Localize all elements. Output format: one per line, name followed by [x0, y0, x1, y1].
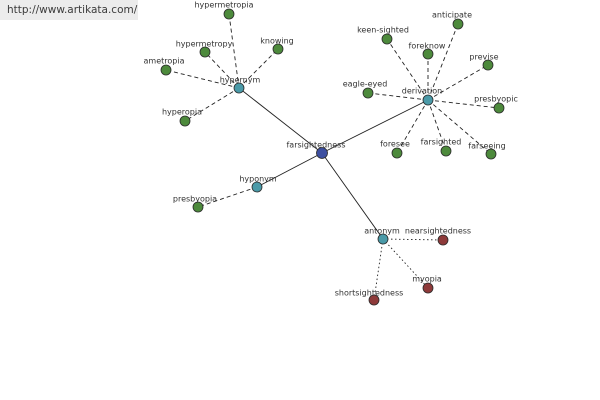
- node-eagle-eyed[interactable]: [362, 87, 374, 99]
- edge-derivation-presbyopic: [427, 99, 500, 109]
- label-antonym[interactable]: antonym: [364, 227, 400, 236]
- edge-hypernym-hypermetropy: [204, 51, 240, 89]
- edge-farsightedness-derivation: [321, 99, 429, 154]
- label-shortsightedness[interactable]: shortsightedness: [335, 289, 404, 298]
- label-hypernym[interactable]: hypernym: [220, 76, 261, 85]
- edge-farsightedness-antonym: [321, 152, 384, 240]
- label-presbyopic[interactable]: presbyopic: [474, 95, 518, 104]
- label-presbyopia[interactable]: presbyopia: [173, 195, 217, 204]
- node-anticipate[interactable]: [452, 18, 464, 30]
- label-ametropia[interactable]: ametropia: [144, 57, 185, 66]
- site-url-watermark[interactable]: http://www.artikata.com/: [0, 0, 138, 20]
- edge-farsightedness-hypernym: [238, 87, 323, 154]
- edge-derivation-keen-sighted: [386, 38, 429, 101]
- node-nearsightedness[interactable]: [437, 234, 449, 246]
- node-hypermetropy[interactable]: [199, 46, 211, 58]
- edge-derivation-previse: [427, 64, 489, 101]
- label-hypermetropia[interactable]: hypermetropia: [194, 1, 253, 10]
- label-hyperopia[interactable]: hyperopia: [162, 108, 202, 117]
- label-hypermetropy[interactable]: hypermetropy: [176, 40, 233, 49]
- edge-hypernym-knowing: [238, 48, 279, 89]
- label-keen-sighted[interactable]: keen-sighted: [357, 26, 409, 35]
- edge-hyponym-presbyopia: [197, 186, 258, 208]
- label-myopia[interactable]: myopia: [412, 275, 442, 284]
- node-foreknow[interactable]: [422, 48, 434, 60]
- node-knowing[interactable]: [272, 43, 284, 55]
- label-knowing[interactable]: knowing: [260, 37, 294, 46]
- node-hypernym[interactable]: [233, 82, 245, 94]
- edge-derivation-foresee: [396, 99, 429, 154]
- edge-antonym-myopia: [382, 238, 429, 289]
- label-nearsightedness[interactable]: nearsightedness: [405, 227, 471, 236]
- label-derivation[interactable]: derivation: [402, 87, 442, 96]
- edge-hypernym-ametropia: [165, 69, 240, 89]
- node-farsighted[interactable]: [440, 145, 452, 157]
- label-farsighted[interactable]: farsighted: [421, 138, 462, 147]
- node-hyponym[interactable]: [251, 181, 263, 193]
- label-hyponym[interactable]: hyponym: [239, 175, 277, 184]
- node-farseeing[interactable]: [485, 148, 497, 160]
- label-farseeing[interactable]: farseeing: [468, 142, 505, 151]
- label-farsightedness[interactable]: farsightedness: [286, 141, 345, 150]
- edge-antonym-nearsightedness: [382, 238, 444, 241]
- graph-nodes: [160, 8, 505, 306]
- label-eagle-eyed[interactable]: eagle-eyed: [343, 80, 388, 89]
- edge-derivation-farsighted: [427, 99, 447, 152]
- node-presbyopia[interactable]: [192, 201, 204, 213]
- graph-edges: [165, 13, 500, 301]
- node-keen-sighted[interactable]: [381, 33, 393, 45]
- node-derivation[interactable]: [422, 94, 434, 106]
- edge-hypernym-hypermetropia: [228, 13, 240, 89]
- edge-derivation-eagle-eyed: [367, 92, 429, 101]
- label-anticipate[interactable]: anticipate: [432, 11, 472, 20]
- label-previse[interactable]: previse: [469, 53, 498, 62]
- node-hyperopia[interactable]: [179, 115, 191, 127]
- edge-farsightedness-hyponym: [256, 152, 323, 188]
- node-myopia[interactable]: [422, 282, 434, 294]
- node-ametropia[interactable]: [160, 64, 172, 76]
- label-foreknow[interactable]: foreknow: [409, 42, 446, 51]
- label-foresee[interactable]: foresee: [380, 140, 410, 149]
- graph-labels: farsightedness hypernym derivation hyponym a…: [144, 1, 518, 298]
- node-shortsightedness[interactable]: [368, 294, 380, 306]
- node-antonym[interactable]: [377, 233, 389, 245]
- edge-hypernym-hyperopia: [184, 87, 240, 122]
- node-farsightedness[interactable]: [316, 147, 328, 159]
- node-presbyopic[interactable]: [493, 102, 505, 114]
- node-foresee[interactable]: [391, 147, 403, 159]
- node-hypermetropia[interactable]: [223, 8, 235, 20]
- node-previse[interactable]: [482, 59, 494, 71]
